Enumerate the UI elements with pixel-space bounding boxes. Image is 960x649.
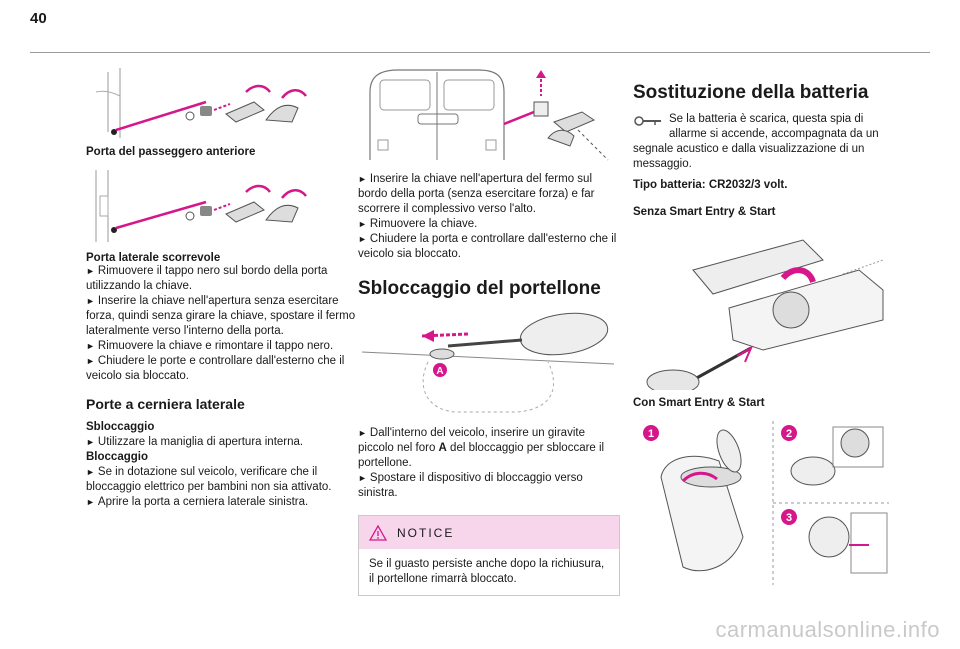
column-left: Porta del passeggero anteriore Porta lat… <box>86 62 368 510</box>
bullet-triangle-icon: ► <box>86 341 95 351</box>
bullet-triangle-icon: ► <box>358 219 367 229</box>
notice-title: NOTICE <box>397 525 455 540</box>
page-number: 40 <box>30 10 47 27</box>
bullet-triangle-icon: ► <box>358 428 367 438</box>
warning-icon <box>369 524 387 541</box>
with-smart-entry-label: Con Smart Entry & Start <box>633 397 765 409</box>
unlock-step: ►Utilizzare la maniglia di apertura inte… <box>86 436 304 448</box>
callout-a-label: A <box>436 366 443 377</box>
bullet-triangle-icon: ► <box>358 174 367 184</box>
bullet-triangle-icon: ► <box>86 437 95 447</box>
battery-warning-text-2: segnale acustico e dalla visualizzazione… <box>633 143 865 170</box>
sliding-door-illustration <box>86 166 368 246</box>
smart-key-battery-illustration: 1 2 3 <box>633 417 895 587</box>
top-rule <box>30 52 930 53</box>
battery-warning-text: Se la batteria è scarica, questa spia di… <box>669 113 879 140</box>
column-middle: ►Inserire la chiave nell'apertura del fe… <box>358 62 620 596</box>
bullet-triangle-icon: ► <box>358 473 367 483</box>
lock-step-2: ►Aprire la porta a cerniera laterale sin… <box>86 496 309 508</box>
rear-door-step-2: ►Rimuovere la chiave. <box>358 218 478 230</box>
bullet-triangle-icon: ► <box>358 234 367 244</box>
key-battery-illustration <box>633 230 895 390</box>
step-badge-1: 1 <box>648 428 654 440</box>
column-right: Sostituzione della batteria Se la batter… <box>633 62 895 587</box>
bullet-triangle-icon: ► <box>86 296 95 306</box>
tailgate-heading: Sbloccaggio del portellone <box>358 278 601 299</box>
lock-step-1: ►Se in dotazione sul veicolo, verificare… <box>86 466 332 493</box>
bullet-triangle-icon: ► <box>86 356 95 366</box>
without-smart-entry-label: Senza Smart Entry & Start <box>633 206 776 218</box>
tailgate-screwdriver-illustration: A <box>358 312 620 416</box>
step-badge-2: 2 <box>786 428 792 440</box>
watermark: carmanualsonline.info <box>715 617 940 642</box>
key-battery-warning-icon <box>634 116 661 126</box>
bullet-triangle-icon: ► <box>86 497 95 507</box>
lock-label: Bloccaggio <box>86 451 148 463</box>
hinged-doors-heading: Porte a cerniera laterale <box>86 396 245 412</box>
battery-heading: Sostituzione della batteria <box>633 82 869 103</box>
step-badge-3: 3 <box>786 512 792 524</box>
battery-warning-row: Se la batteria è scarica, questa spia di… <box>633 112 895 142</box>
bullet-triangle-icon: ► <box>86 467 95 477</box>
notice-header: NOTICE <box>359 516 619 549</box>
bullet-triangle-icon: ► <box>86 266 95 276</box>
notice-box: NOTICE Se il guasto persiste anche dopo … <box>358 515 620 596</box>
tailgate-step-2: ►Spostare il dispositivo di bloccaggio v… <box>358 472 583 499</box>
sliding-door-caption: Porta laterale scorrevole <box>86 252 221 264</box>
sliding-door-step-1: ►Rimuovere il tappo nero sul bordo della… <box>86 265 328 292</box>
notice-text: Se il guasto persiste anche dopo la rich… <box>369 558 605 585</box>
rear-door-step-3: ►Chiudere la porta e controllare dall'es… <box>358 233 617 260</box>
front-door-caption: Porta del passeggero anteriore <box>86 146 256 158</box>
sliding-door-step-3: ►Rimuovere la chiave e rimontare il tapp… <box>86 340 334 352</box>
front-door-illustration <box>86 62 368 142</box>
sliding-door-step-4: ►Chiudere le porte e controllare dall'es… <box>86 355 345 382</box>
rear-door-step-1: ►Inserire la chiave nell'apertura del fe… <box>358 173 595 215</box>
sliding-door-step-2: ►Inserire la chiave nell'apertura senza … <box>86 295 356 337</box>
battery-type: Tipo batteria: CR2032/3 volt. <box>633 179 788 191</box>
tailgate-step-1: ►Dall'interno del veicolo, inserire un g… <box>358 427 605 469</box>
van-rear-doors-illustration <box>358 62 620 164</box>
unlock-label: Sbloccaggio <box>86 421 155 433</box>
